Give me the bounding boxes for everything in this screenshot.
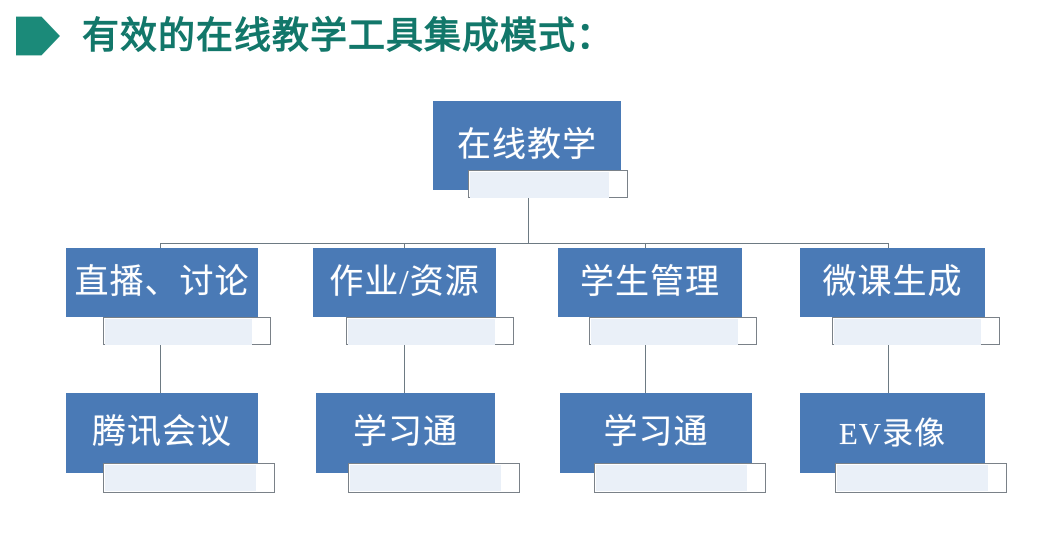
- node-tool4-label: EV录像: [838, 415, 947, 451]
- ghost-callout-tool1[interactable]: [103, 463, 275, 493]
- right-arrow-pentagon-icon: [16, 16, 60, 56]
- node-cat3[interactable]: 学生管理: [558, 248, 742, 317]
- node-cat2-box: 作业/资源: [313, 248, 496, 317]
- slide-title-row: 有效的在线教学工具集成模式：: [16, 14, 614, 58]
- connector-cat2-tool2: [404, 345, 405, 393]
- node-tool2-box: 学习通: [316, 393, 495, 473]
- ghost-fill-tool3: [596, 465, 747, 491]
- connector-cat4-tool4: [888, 345, 889, 393]
- node-cat3-label: 学生管理: [580, 263, 720, 301]
- node-tool1-box: 腾讯会议: [66, 393, 258, 473]
- node-tool4-box: EV录像: [800, 393, 985, 473]
- node-root-label: 在线教学: [457, 126, 597, 164]
- node-tool3[interactable]: 学习通: [560, 393, 752, 473]
- connector-root-stem: [528, 197, 529, 244]
- connector-cat1-tool1: [160, 345, 161, 393]
- node-cat3-box: 学生管理: [558, 248, 742, 317]
- ghost-fill-root: [470, 172, 609, 198]
- connector-horizontal-bus: [160, 243, 888, 244]
- node-tool2[interactable]: 学习通: [316, 393, 495, 473]
- ghost-fill-cat4: [834, 319, 981, 345]
- node-cat4[interactable]: 微课生成: [800, 248, 985, 317]
- page-title: 有效的在线教学工具集成模式：: [82, 15, 614, 57]
- connector-cat3-tool3: [645, 345, 646, 393]
- ghost-fill-cat1: [105, 319, 252, 345]
- ghost-fill-cat2: [348, 319, 495, 345]
- node-tool1-label: 腾讯会议: [92, 414, 232, 451]
- node-tool2-label: 学习通: [353, 414, 458, 451]
- ghost-fill-tool4: [837, 465, 988, 491]
- ghost-callout-tool3[interactable]: [594, 463, 766, 493]
- node-tool1[interactable]: 腾讯会议: [66, 393, 258, 473]
- node-cat1[interactable]: 直播、讨论: [66, 248, 258, 317]
- ghost-callout-root[interactable]: [468, 170, 628, 198]
- node-cat1-label: 直播、讨论: [74, 263, 250, 301]
- node-tool4[interactable]: EV录像: [800, 393, 985, 473]
- ghost-fill-tool1: [105, 465, 256, 491]
- node-cat1-box: 直播、讨论: [66, 248, 258, 317]
- node-cat4-box: 微课生成: [800, 248, 985, 317]
- ghost-callout-cat3[interactable]: [589, 317, 757, 345]
- ghost-callout-cat1[interactable]: [103, 317, 271, 345]
- node-cat4-label: 微课生成: [822, 263, 963, 301]
- ghost-callout-cat2[interactable]: [346, 317, 514, 345]
- ghost-fill-tool2: [350, 465, 501, 491]
- ghost-callout-tool4[interactable]: [835, 463, 1007, 493]
- ghost-callout-cat4[interactable]: [832, 317, 1000, 345]
- node-tool3-box: 学习通: [560, 393, 752, 473]
- node-cat2[interactable]: 作业/资源: [313, 248, 496, 317]
- node-tool3-label: 学习通: [603, 414, 709, 451]
- node-cat2-label: 作业/资源: [329, 263, 480, 301]
- ghost-fill-cat3: [591, 319, 738, 345]
- ghost-callout-tool2[interactable]: [348, 463, 520, 493]
